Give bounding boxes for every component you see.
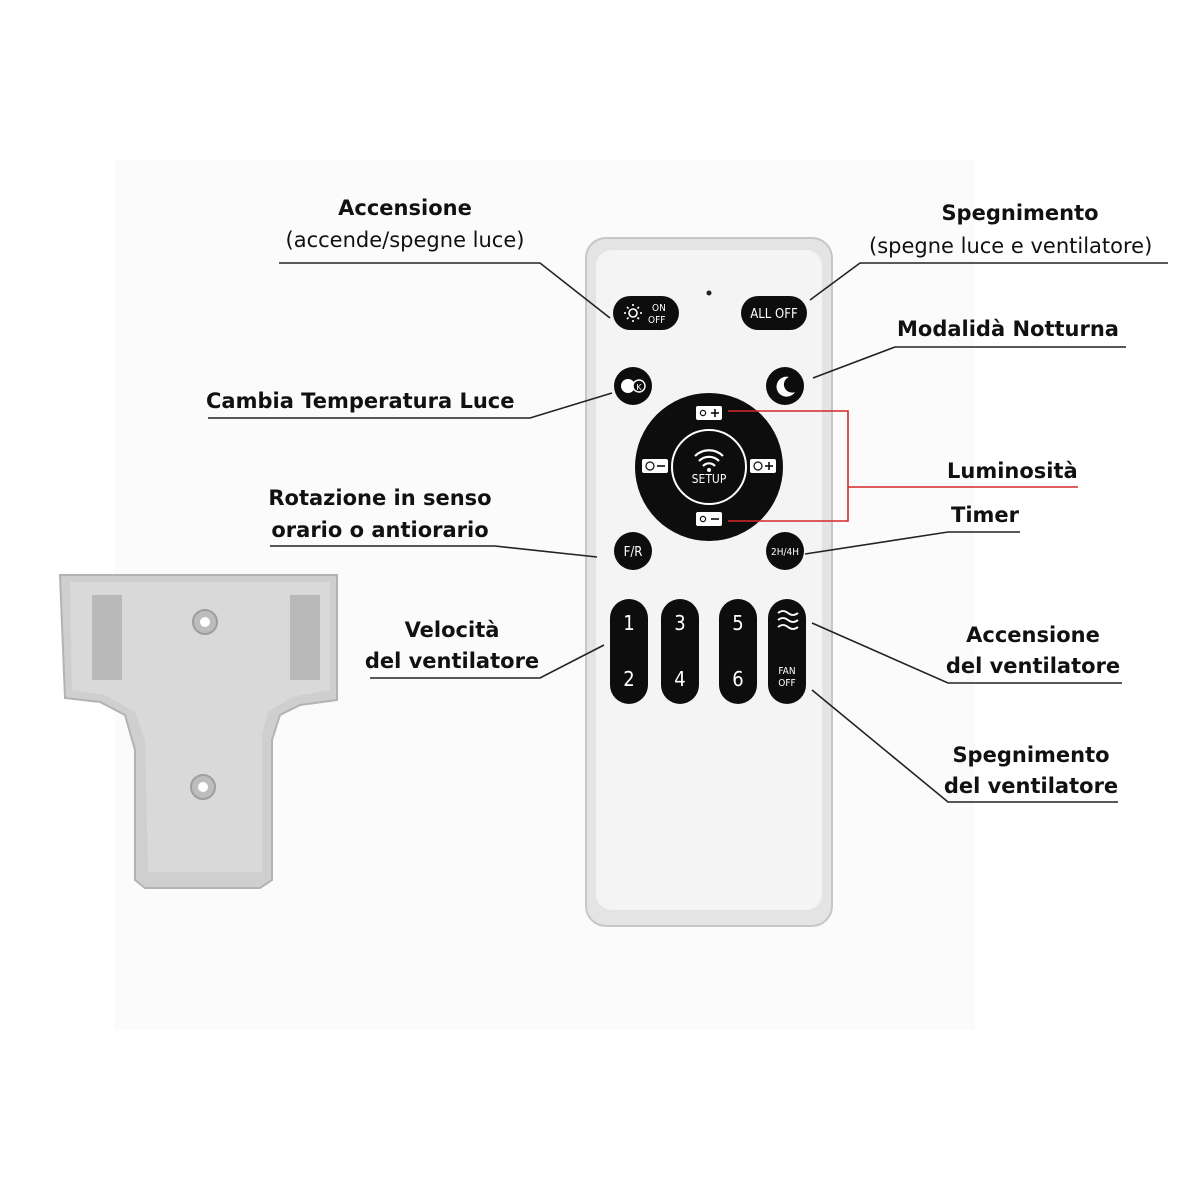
speed-4-label: 4 bbox=[674, 667, 685, 691]
color-temperature-plus-icon bbox=[753, 461, 773, 471]
leader-spe-vent bbox=[811, 689, 1118, 803]
label-rotazione-line1: Rotazione in senso bbox=[268, 486, 492, 510]
remote-control: ON OFF ALL OFF K bbox=[585, 237, 833, 927]
remote-face bbox=[596, 250, 822, 910]
color-temperature-right-button[interactable] bbox=[750, 459, 776, 473]
fan-off-label-bottom: OFF bbox=[778, 678, 795, 689]
on-off-label-top: ON bbox=[652, 303, 666, 314]
leader-luminosita bbox=[728, 410, 1078, 522]
leader-rotazione bbox=[270, 545, 598, 558]
all-off-label: ALL OFF bbox=[750, 307, 798, 322]
label-accensione-title: Accensione bbox=[338, 196, 472, 220]
speed-3-label: 3 bbox=[674, 611, 685, 635]
night-mode-button[interactable]: ★ bbox=[766, 367, 804, 405]
leader-notturna bbox=[812, 346, 1126, 379]
label-velocita-line2: del ventilatore bbox=[364, 649, 540, 673]
brightness-minus-icon bbox=[699, 515, 719, 523]
fan-on-off-buttons[interactable]: FAN OFF bbox=[768, 599, 806, 704]
fan-waves-icon bbox=[777, 610, 799, 630]
speed-6-label: 6 bbox=[732, 667, 743, 691]
leader-spegnimento bbox=[809, 262, 1168, 301]
color-temperature-icon: K bbox=[621, 379, 646, 393]
leader-velocita bbox=[370, 644, 605, 679]
bracket-slot-left bbox=[92, 595, 122, 680]
fan-off-label-top: FAN bbox=[778, 666, 795, 677]
brightness-down-button[interactable] bbox=[696, 512, 722, 526]
label-timer: Timer bbox=[951, 503, 1020, 527]
speed-buttons-5-6[interactable]: 5 6 bbox=[719, 599, 757, 704]
brightness-up-button[interactable] bbox=[696, 406, 722, 420]
speed-buttons-3-4[interactable]: 3 4 bbox=[661, 599, 699, 704]
moon-star-icon: ★ bbox=[776, 376, 795, 397]
color-temperature-minus-icon bbox=[645, 461, 665, 471]
timer-button[interactable]: 2H/4H bbox=[766, 532, 804, 570]
bracket-slot-right bbox=[290, 595, 320, 680]
speed-1-label: 1 bbox=[623, 611, 634, 635]
speed-5-label: 5 bbox=[732, 611, 743, 635]
label-temperatura: Cambia Temperatura Luce bbox=[206, 389, 515, 413]
on-off-button[interactable]: ON OFF bbox=[613, 296, 679, 330]
svg-text:K: K bbox=[636, 383, 642, 392]
color-temperature-left-button[interactable] bbox=[642, 459, 668, 473]
label-rotazione-line2: orario o antiorario bbox=[271, 518, 489, 542]
leader-temperatura bbox=[208, 392, 613, 419]
speed-buttons-1-2[interactable]: 1 2 bbox=[610, 599, 648, 704]
fr-button[interactable]: F/R bbox=[614, 532, 652, 570]
color-temperature-button[interactable]: K bbox=[614, 367, 652, 405]
label-spegnimento-title: Spegnimento bbox=[941, 201, 1099, 225]
label-accensione-sub: (accende/spegne luce) bbox=[285, 228, 525, 252]
brightness-plus-icon bbox=[699, 409, 719, 417]
on-off-label-bottom: OFF bbox=[648, 315, 665, 326]
leader-lines bbox=[208, 262, 1168, 803]
leader-timer bbox=[804, 531, 1020, 555]
dpad: SETUP bbox=[635, 393, 783, 541]
fr-label: F/R bbox=[624, 545, 643, 560]
wifi-icon bbox=[694, 449, 724, 467]
leader-acc-vent bbox=[811, 622, 1122, 684]
setup-label: SETUP bbox=[692, 472, 727, 486]
label-accensione-ventilatore-line2: del ventilatore bbox=[945, 654, 1121, 678]
setup-button[interactable] bbox=[671, 429, 747, 505]
timer-label: 2H/4H bbox=[771, 547, 799, 558]
ir-led bbox=[706, 290, 712, 296]
label-spegnimento-sub: (spegne luce e ventilatore) bbox=[869, 234, 1153, 258]
all-off-button[interactable]: ALL OFF bbox=[741, 296, 807, 330]
label-luminosita: Luminosità bbox=[947, 459, 1078, 483]
label-spegnimento-ventilatore-line1: Spegnimento bbox=[952, 743, 1110, 767]
wall-bracket bbox=[58, 574, 338, 889]
label-spegnimento-ventilatore-line2: del ventilatore bbox=[943, 774, 1119, 798]
label-notturna: Modalidà Notturna bbox=[897, 317, 1119, 341]
sun-icon bbox=[624, 304, 642, 322]
label-velocita-line1: Velocità bbox=[404, 618, 500, 642]
speed-2-label: 2 bbox=[623, 667, 634, 691]
leader-accensione bbox=[279, 262, 611, 319]
svg-text:★: ★ bbox=[777, 380, 784, 389]
label-accensione-ventilatore-line1: Accensione bbox=[966, 623, 1100, 647]
